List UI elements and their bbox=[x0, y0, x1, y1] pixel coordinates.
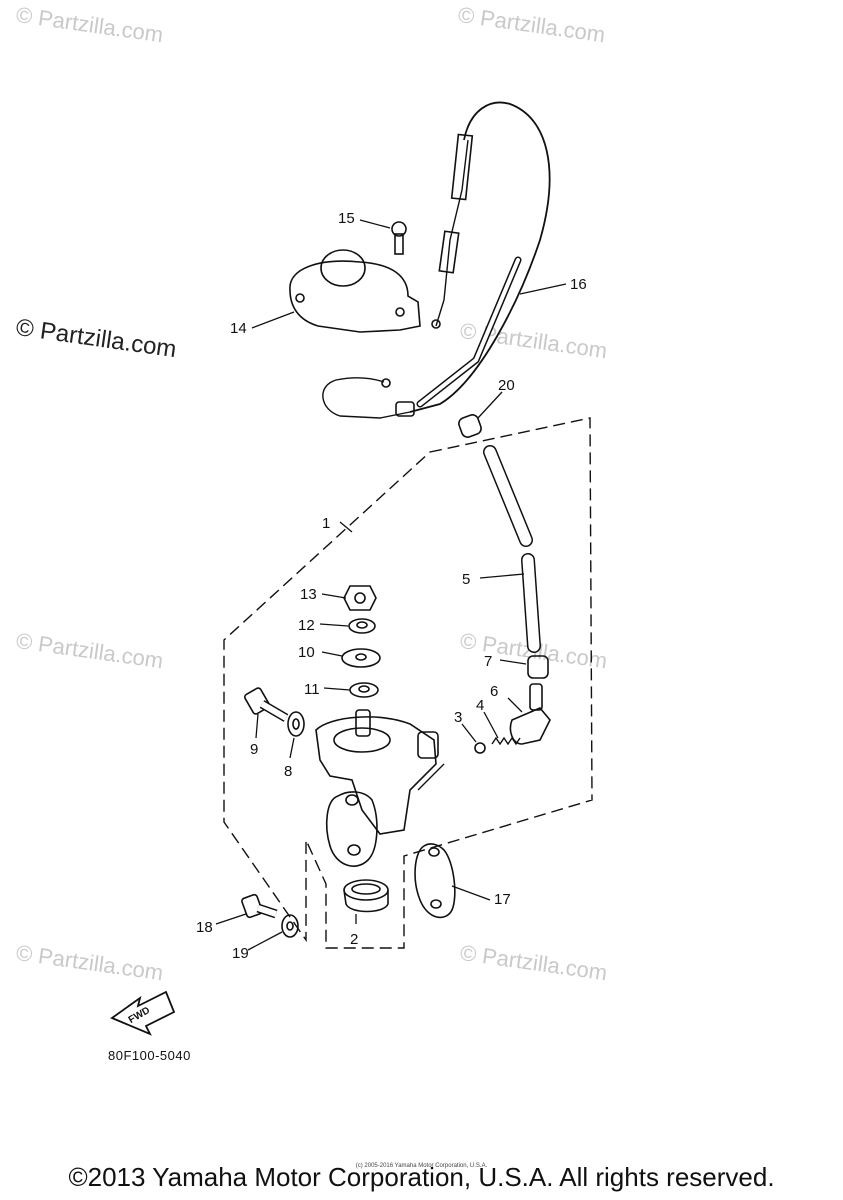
leader-lines bbox=[215, 219, 567, 951]
clamp-7 bbox=[527, 655, 549, 679]
cable-inner bbox=[435, 139, 469, 327]
pump-body-top bbox=[333, 727, 391, 753]
callout-18: 18 bbox=[196, 919, 213, 936]
callout-16: 16 bbox=[570, 276, 587, 293]
cable bbox=[409, 101, 551, 413]
screw-15-shank bbox=[394, 233, 404, 255]
bolt-18-thread-inner bbox=[257, 905, 277, 917]
cover-14-hole bbox=[295, 293, 305, 303]
hose-wire bbox=[322, 377, 411, 419]
callout-3: 3 bbox=[454, 709, 462, 726]
seal-2 bbox=[343, 879, 389, 901]
callout-9: 9 bbox=[250, 741, 258, 758]
cover-14-hole bbox=[395, 307, 405, 317]
elbow-6 bbox=[509, 707, 551, 745]
callout-12: 12 bbox=[298, 617, 315, 634]
assembly-boundary bbox=[223, 417, 593, 949]
washer-8 bbox=[287, 711, 305, 737]
cable-housing-lower bbox=[438, 230, 460, 274]
bolt-18-head bbox=[241, 893, 263, 919]
washer-10-hole bbox=[355, 653, 367, 661]
gasket-17-hole bbox=[430, 899, 442, 909]
gasket-17-hole bbox=[428, 847, 440, 857]
washer-10 bbox=[341, 648, 381, 668]
hose-wire-end bbox=[381, 378, 391, 388]
pump-flange-hole bbox=[347, 844, 361, 856]
washer-8-hole bbox=[292, 718, 300, 730]
callout-5: 5 bbox=[462, 571, 470, 588]
washer-12 bbox=[348, 618, 376, 634]
cover-14-dome bbox=[320, 249, 366, 287]
callout-4: 4 bbox=[476, 697, 484, 714]
hose-fitting bbox=[395, 401, 415, 417]
callout-13: 13 bbox=[300, 586, 317, 603]
pump-flange-hole bbox=[345, 794, 359, 806]
pump-side-port bbox=[417, 731, 439, 759]
pump-body bbox=[315, 716, 437, 835]
callout-20: 20 bbox=[498, 377, 515, 394]
callout-6: 6 bbox=[490, 683, 498, 700]
callout-14: 14 bbox=[230, 320, 247, 337]
washer-11 bbox=[349, 682, 379, 698]
washer-11-hole bbox=[358, 685, 370, 693]
fitting-20 bbox=[458, 414, 482, 438]
hose-16-inner bbox=[418, 258, 520, 406]
callout-8: 8 bbox=[284, 763, 292, 780]
footer-small-print: (c) 2005-2016 Yamaha Motor Corporation, … bbox=[355, 1163, 488, 1169]
cover-14 bbox=[289, 260, 421, 333]
cable-housing bbox=[450, 133, 474, 201]
diagram-code: 80F100-5040 bbox=[108, 1048, 191, 1063]
gasket-17 bbox=[414, 843, 456, 919]
washer-19-hole bbox=[286, 921, 294, 931]
bolt-9-head bbox=[244, 687, 270, 715]
nut-13 bbox=[343, 585, 377, 611]
callout-10: 10 bbox=[298, 644, 315, 661]
seal-2-inner bbox=[351, 883, 381, 895]
hose-5-upper-inner bbox=[484, 446, 532, 546]
spring-4 bbox=[491, 736, 521, 746]
bolt-9-thread-inner bbox=[260, 701, 288, 721]
washer-12-hole bbox=[356, 621, 368, 629]
pump-flange bbox=[325, 791, 378, 867]
screw-15-head bbox=[391, 221, 407, 237]
hose-5-lower-inner bbox=[522, 554, 540, 652]
nut-13-hole bbox=[354, 592, 366, 604]
washer-19 bbox=[281, 914, 299, 938]
pump-nipple bbox=[355, 709, 371, 737]
seal-2-side bbox=[343, 889, 389, 913]
footer-copyright: ©2013 Yamaha Motor Corporation, U.S.A. A… bbox=[68, 1162, 775, 1192]
callout-17: 17 bbox=[494, 891, 511, 908]
callout-7: 7 bbox=[484, 653, 492, 670]
elbow-6-nipple bbox=[529, 683, 543, 711]
ball-3 bbox=[474, 742, 486, 754]
cable-end bbox=[431, 319, 441, 329]
callout-2: 2 bbox=[350, 931, 358, 948]
callout-19: 19 bbox=[232, 945, 249, 962]
fwd-arrow bbox=[110, 990, 176, 1036]
callout-1: 1 bbox=[322, 515, 330, 532]
callout-11: 11 bbox=[304, 681, 320, 698]
callout-15: 15 bbox=[338, 210, 355, 227]
